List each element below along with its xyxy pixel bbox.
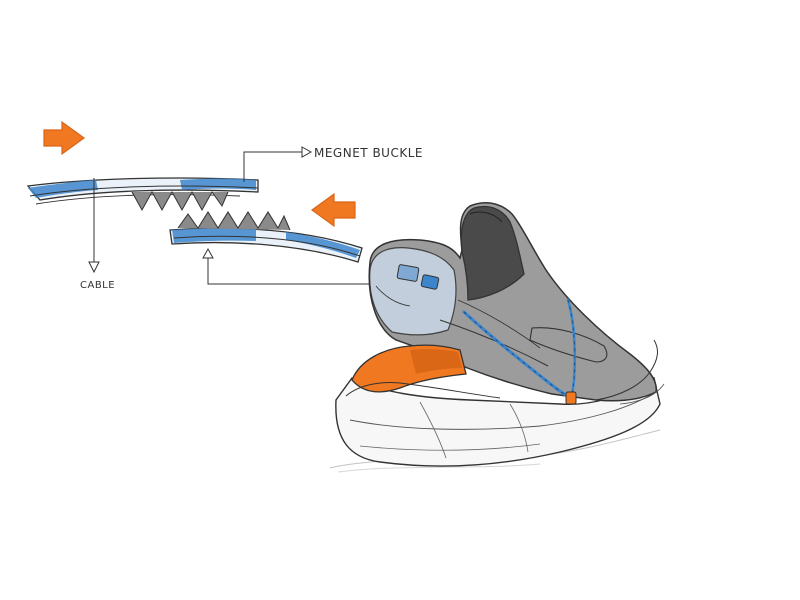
arrow-left-icon [310,192,356,228]
arrow-right-icon [43,120,86,156]
upper-strap [26,177,259,212]
cable-label: CABLE [80,280,115,291]
sneaker-illustration [329,201,665,473]
lower-leader [202,247,376,285]
lower-strap [169,211,363,263]
cable-leader [88,178,100,274]
buckle-label: MEGNET BUCKLE [314,146,423,160]
buckle-leader [243,146,313,182]
